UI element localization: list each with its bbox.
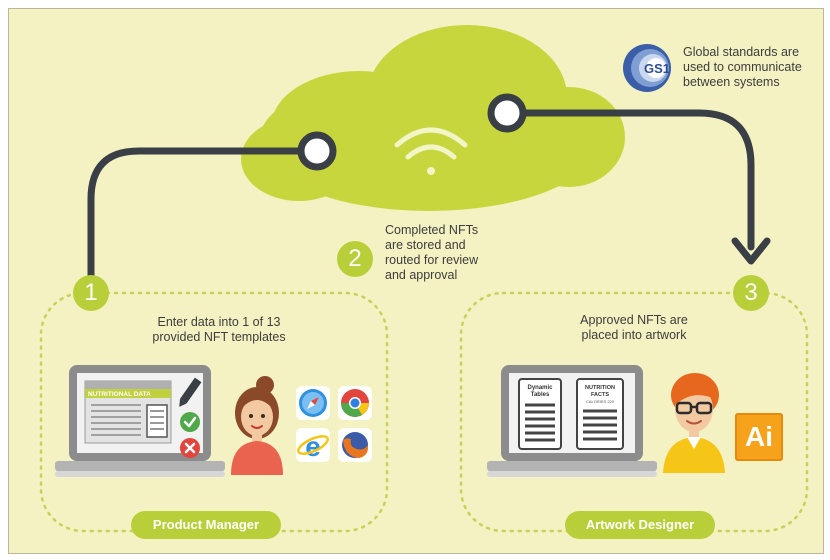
step-2-caption-line: Completed NFTs bbox=[385, 223, 479, 237]
adobe-illustrator-icon: Ai bbox=[735, 413, 783, 461]
gs1-caption-line: between systems bbox=[683, 75, 780, 89]
svg-text:NUTRITIONAL DATA: NUTRITIONAL DATA bbox=[88, 391, 151, 398]
step-3-badge: 3 bbox=[733, 275, 769, 311]
step-1-badge: 1 bbox=[73, 275, 109, 311]
step-2-caption-line: and approval bbox=[385, 268, 458, 282]
role-artwork-designer: Artwork Designer bbox=[565, 511, 715, 539]
svg-text:Dynamic: Dynamic bbox=[527, 385, 553, 391]
svg-text:CALORIES 220: CALORIES 220 bbox=[586, 399, 615, 404]
step-2-badge: 2 bbox=[337, 241, 373, 277]
step-1-caption: Enter data into 1 of 13 provided NFT tem… bbox=[129, 315, 309, 345]
step1-dotted-box bbox=[39, 291, 389, 533]
step-3-caption: Approved NFTs are placed into artwork bbox=[549, 313, 719, 343]
pencil-icon bbox=[179, 377, 202, 407]
svg-text:FACTS: FACTS bbox=[591, 392, 609, 398]
svg-text:e: e bbox=[305, 431, 321, 462]
diagram-graphics bbox=[39, 25, 809, 533]
step3-dotted-box bbox=[459, 291, 809, 533]
diagram-canvas: GS1 Global standards are used to communi… bbox=[8, 8, 824, 554]
check-icon bbox=[180, 412, 200, 432]
svg-text:NUTRITION: NUTRITION bbox=[585, 385, 615, 391]
firefox-icon bbox=[338, 428, 372, 462]
svg-text:Tables: Tables bbox=[531, 392, 550, 398]
step-3-caption-line: placed into artwork bbox=[581, 328, 687, 342]
gs1-caption-line: used to communicate bbox=[683, 60, 802, 74]
step-3-caption-line: Approved NFTs are bbox=[580, 313, 688, 327]
laptop-product-manager: NUTRITIONAL DATA bbox=[55, 365, 225, 477]
laptop-artwork-designer: Dynamic Tables NUTRITION FACTS CALORIES … bbox=[487, 365, 657, 477]
cloud-port-right bbox=[487, 93, 527, 133]
step-2-caption-line: routed for review bbox=[385, 253, 479, 267]
gs1-caption: Global standards are used to communicate… bbox=[683, 45, 802, 90]
step-2-caption: Completed NFTs are stored and routed for… bbox=[385, 223, 478, 283]
cloud-port-left bbox=[297, 131, 337, 171]
gs1-caption-line: Global standards are bbox=[683, 45, 800, 59]
internet-explorer-icon: e bbox=[296, 428, 330, 462]
connector-left bbox=[87, 147, 313, 281]
artwork-designer-avatar bbox=[663, 373, 725, 473]
safari-icon bbox=[296, 386, 330, 420]
gs1-logo: GS1 bbox=[623, 44, 671, 92]
arrow-head bbox=[731, 237, 771, 265]
connector-right bbox=[503, 109, 755, 251]
svg-text:GS1: GS1 bbox=[644, 61, 670, 76]
product-manager-avatar bbox=[231, 376, 283, 475]
step-1-caption-line: Enter data into 1 of 13 bbox=[157, 315, 281, 329]
cloud-shape bbox=[241, 25, 625, 211]
step-2-caption-line: are stored and bbox=[385, 238, 466, 252]
role-product-manager: Product Manager bbox=[131, 511, 281, 539]
adobe-illustrator-label: Ai bbox=[745, 421, 773, 452]
step-1-caption-line: provided NFT templates bbox=[152, 330, 286, 344]
wifi-icon bbox=[394, 127, 468, 175]
chrome-icon bbox=[338, 386, 372, 420]
x-icon bbox=[180, 438, 200, 458]
